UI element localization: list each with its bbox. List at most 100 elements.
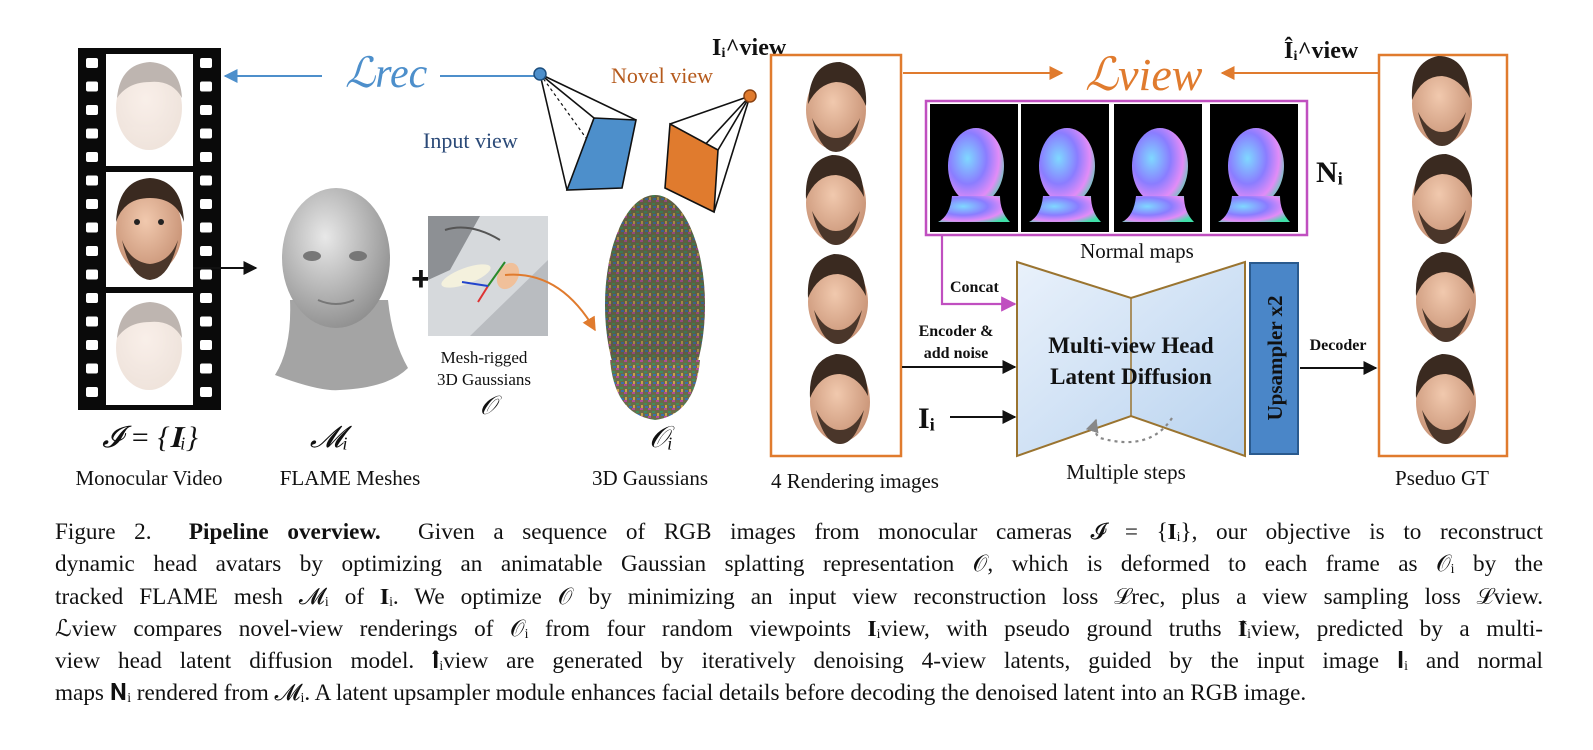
input-view-label: Input view xyxy=(423,128,518,153)
sprocket-hole xyxy=(200,105,212,115)
sprocket-hole xyxy=(86,269,98,280)
monocular-label: Monocular Video xyxy=(75,466,222,490)
face-thumbnail xyxy=(1411,56,1472,146)
mesh-rigged-line2: 3D Gaussians xyxy=(437,370,531,389)
diffusion-line1: Multi-view Head xyxy=(1048,333,1214,358)
multiple-steps-label: Multiple steps xyxy=(1066,460,1186,484)
concat-arrow xyxy=(940,236,1017,312)
gaussians-label: 3D Gaussians xyxy=(592,466,708,490)
rendering-images-box xyxy=(769,53,903,458)
input-view-camera xyxy=(533,67,637,191)
sprocket-hole xyxy=(200,199,212,209)
face-thumbnail xyxy=(1415,354,1476,444)
mesh-rigged-line1: Mesh-rigged xyxy=(441,348,528,367)
figure-number: Figure 2. xyxy=(55,519,152,545)
pseudo-gt-box xyxy=(1377,53,1509,458)
upsampler-label: Upsampler x2 xyxy=(1263,295,1287,420)
novel-view-label: Novel view xyxy=(611,63,713,88)
latent-diffusion-block xyxy=(1016,260,1246,458)
normal-map-tile xyxy=(930,104,1018,232)
caption-line-3: tracked FLAME mesh 𝓜ᵢ of 𝐈ᵢ. We optimize… xyxy=(55,583,1543,610)
sprocket-hole xyxy=(86,175,98,186)
face-thumbnail xyxy=(1415,252,1476,342)
sprocket-hole xyxy=(200,58,212,68)
upsampler-block xyxy=(1249,262,1299,455)
sprocket-hole xyxy=(200,175,212,186)
sprocket-hole xyxy=(86,363,98,374)
novel-view-camera xyxy=(664,89,757,214)
sprocket-hole xyxy=(86,246,98,256)
gaussians-symbol: 𝒪ᵢ xyxy=(649,421,675,454)
sprocket-hole xyxy=(200,246,212,256)
sprocket-hole xyxy=(200,363,212,374)
mesh-rigged-symbol: 𝒪 xyxy=(480,391,503,420)
sprocket-hole xyxy=(86,81,98,92)
encoder-line2: add noise xyxy=(924,345,988,362)
monocular-symbol: 𝓘 = {𝐈ᵢ} xyxy=(102,421,198,454)
normal-map-tile xyxy=(1114,104,1202,232)
sprocket-hole xyxy=(200,387,212,397)
flame-symbol: 𝓜ᵢ xyxy=(310,421,353,454)
figure-caption: Figure 2. Pipeline overview. Given a seq… xyxy=(55,516,1543,710)
caption-line-4: ℒview compares novel-view renderings of … xyxy=(55,615,1543,642)
n-i-label: Nᵢ xyxy=(1316,156,1343,189)
sprocket-hole xyxy=(200,293,212,303)
sprocket-hole xyxy=(86,199,98,209)
normal-map-tile xyxy=(1210,104,1298,232)
sprocket-hole xyxy=(200,222,212,233)
rendering-faces xyxy=(805,62,870,444)
face-thumbnail xyxy=(809,354,870,444)
face-thumbnail xyxy=(1412,154,1473,244)
caption-text-1: Given a sequence of RGB images from mono… xyxy=(418,519,1543,545)
rig-to-gaussian-arrow xyxy=(504,273,596,332)
diffusion-line2: Latent Diffusion xyxy=(1050,364,1212,389)
i-view-label: Iᵢ^view xyxy=(712,35,787,61)
normal-maps-box xyxy=(924,99,1309,237)
gaussian-head xyxy=(605,195,705,420)
input-image-label: Iᵢ xyxy=(918,402,935,435)
sprocket-hole xyxy=(86,128,98,139)
normal-map-tile xyxy=(1021,104,1109,232)
flame-label: FLAME Meshes xyxy=(280,466,421,490)
face-frame-1 xyxy=(116,62,182,150)
normal-map-tiles xyxy=(930,104,1298,232)
caption-title: Pipeline overview. xyxy=(188,519,381,545)
sprocket-hole xyxy=(200,128,212,139)
pseudo-gt-faces xyxy=(1411,56,1476,444)
film-strip xyxy=(78,48,221,410)
sprocket-hole xyxy=(86,387,98,397)
face-thumbnail xyxy=(805,155,866,245)
pipeline-diagram: ℒrec Input view Novel view Iᵢ^view + xyxy=(75,35,1509,493)
plus-sign: + xyxy=(411,260,431,298)
sprocket-hole xyxy=(86,293,98,303)
normal-maps-label: Normal maps xyxy=(1080,239,1194,263)
encoder-line1: Encoder & xyxy=(919,323,994,340)
sprocket-hole xyxy=(86,105,98,115)
caption-line-6: maps 𝐍ᵢ rendered from 𝓜ᵢ. A latent upsam… xyxy=(55,680,1307,707)
film-sprockets xyxy=(86,58,212,397)
caption-line-2: dynamic head avatars by optimizing an an… xyxy=(55,551,1543,578)
sprocket-hole xyxy=(200,269,212,280)
sprocket-hole xyxy=(86,340,98,350)
flame-mesh-head xyxy=(275,188,408,391)
sprocket-hole xyxy=(200,152,212,162)
caption-line-5: view head latent diffusion model. 𝐈̂ᵢvie… xyxy=(55,648,1543,675)
sprocket-hole xyxy=(200,316,212,327)
face-frame-2 xyxy=(116,178,184,280)
sprocket-hole xyxy=(200,340,212,350)
rendering-label: 4 Rendering images xyxy=(771,469,939,493)
face-thumbnail xyxy=(806,62,867,152)
sprocket-hole xyxy=(86,316,98,327)
i-hat-view-label: Îᵢ^view xyxy=(1284,37,1359,64)
face-thumbnail xyxy=(807,254,868,344)
face-frame-3 xyxy=(116,302,182,390)
pseudo-gt-label: Pseduo GT xyxy=(1395,466,1489,490)
sprocket-hole xyxy=(200,81,212,92)
caption-line-1: Figure 2. Pipeline overview. Given a seq… xyxy=(55,516,1543,548)
sprocket-hole xyxy=(86,58,98,68)
loss-rec-label: ℒrec xyxy=(345,51,428,97)
sprocket-hole xyxy=(86,222,98,233)
concat-label: Concat xyxy=(950,279,1000,296)
decoder-label: Decoder xyxy=(1310,337,1367,354)
sprocket-hole xyxy=(86,152,98,162)
